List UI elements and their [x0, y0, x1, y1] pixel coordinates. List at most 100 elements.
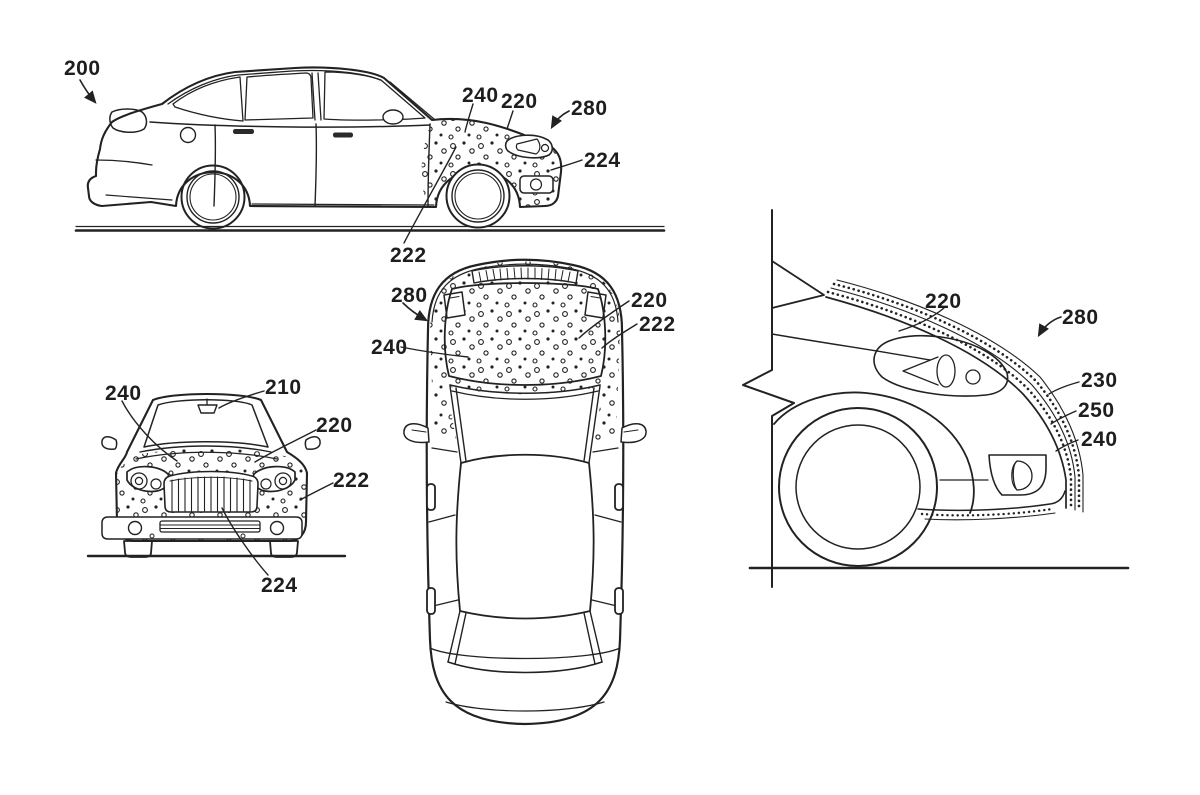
ref-label-detail-280: 280 [1062, 306, 1099, 329]
side-headlight-bulb [540, 143, 550, 153]
leader-arrow-200 [79, 79, 97, 104]
detail-rim [795, 424, 921, 550]
top-windshield-mask [446, 386, 604, 464]
front-cowl-arc [135, 451, 278, 460]
front-left-headlight-bulb-outer [130, 472, 148, 490]
front-hood-edge-arc [139, 445, 272, 453]
ref-label-side-200: 200 [64, 57, 101, 80]
ref-label-side-222: 222 [390, 244, 427, 267]
detail-hood-surface-line-220 [825, 296, 1067, 509]
detail-fog-light-lens [1012, 460, 1033, 491]
side-windshield-inner-line [389, 81, 435, 120]
top-grille-slats [478, 267, 571, 283]
front-right-fog-light [269, 520, 285, 536]
ref-label-side-220: 220 [501, 90, 538, 113]
top-left-mirror [403, 423, 430, 444]
top-roof-outline [455, 453, 595, 620]
side-rocker-crease [105, 194, 435, 206]
top-grille-band [471, 265, 579, 284]
leader-top-222 [601, 323, 638, 349]
detail-cowl-wedge [771, 260, 825, 309]
leader-arrow-detail-280 [1037, 316, 1062, 338]
top-windshield-base-arc2 [451, 390, 599, 400]
detail-fog-light-housing [988, 454, 1047, 496]
front-left-headlight-lamp2 [150, 478, 162, 490]
side-headlight-cone [515, 138, 541, 155]
ref-label-side-280: 280 [571, 97, 608, 120]
side-rear-door-window [244, 72, 314, 121]
side-fog-light [519, 175, 554, 194]
detail-bumper-bead-row [920, 507, 1054, 517]
front-lower-intake-lines [159, 524, 261, 529]
leader-side-224 [550, 159, 583, 171]
side-view-drawing [74, 66, 666, 244]
front-tow-hook-left [149, 533, 155, 539]
detail-bumper-outer-line [924, 512, 1056, 521]
top-headlight-inner-lines [449, 295, 601, 299]
front-lower-intake-bar [159, 520, 261, 533]
detail-tire [778, 407, 938, 567]
leader-front-220 [254, 429, 317, 463]
leader-detail-250 [1050, 410, 1077, 425]
leader-top-240 [400, 346, 469, 358]
top-front-bumper-seam [431, 263, 619, 323]
leader-top-220 [578, 300, 630, 339]
ref-label-side-224: 224 [584, 149, 621, 172]
top-door-handle-rr [614, 587, 624, 615]
leader-side-240 [464, 103, 474, 133]
front-left-tire [123, 540, 153, 558]
ref-label-front-224: 224 [261, 574, 298, 597]
side-beltline [149, 121, 431, 128]
front-right-headlight-bulb-outer [274, 472, 292, 490]
ref-label-front-210: 210 [265, 376, 302, 399]
detail-wheel-arch [773, 391, 975, 514]
side-rear-tire [180, 164, 246, 230]
front-rearview-mirror [197, 404, 218, 414]
ref-label-detail-250: 250 [1078, 399, 1115, 422]
top-hood-outline [443, 282, 607, 386]
side-front-tire [445, 163, 511, 229]
ref-label-front-220: 220 [316, 414, 353, 437]
leader-front-222 [299, 482, 334, 501]
leader-front-224 [221, 507, 269, 576]
detail-headlight-reflector [936, 354, 956, 388]
detail-coating-bead-row-230 [832, 282, 1081, 513]
front-right-mirror [304, 436, 321, 450]
top-door-handle-rl [426, 587, 436, 615]
side-fuel-door [179, 126, 197, 144]
top-a-pillars [449, 385, 601, 464]
side-rear-rim [186, 170, 240, 224]
top-c-pillars [447, 610, 603, 665]
detail-coating-bead-row-240 [826, 290, 1073, 511]
ref-label-top-220: 220 [631, 289, 668, 312]
side-door-handle-rear [233, 129, 254, 134]
detail-bumper-bottom-edge [917, 490, 1066, 512]
detail-coating-outer-line [836, 279, 1084, 513]
detail-break-line [742, 209, 795, 588]
front-windshield [143, 399, 269, 448]
side-rear-rim-inner [189, 173, 237, 221]
ref-label-top-240: 240 [371, 336, 408, 359]
top-right-mirror [620, 423, 647, 444]
leader-side-220 [506, 110, 514, 130]
ref-label-front-222: 222 [333, 469, 370, 492]
top-door-seams [428, 447, 622, 608]
detail-headlight-cone [902, 356, 939, 386]
leader-front-210 [218, 390, 265, 409]
front-view-drawing [86, 390, 347, 576]
detail-headlight-bulb [965, 369, 981, 385]
side-car-body-outline [86, 66, 563, 209]
side-tail-light [109, 108, 148, 133]
top-rear-bumper-seam [445, 701, 605, 712]
side-rear-quarter-window [172, 76, 244, 122]
top-mirror-inner-lines [411, 429, 639, 433]
front-left-fog-light [127, 520, 143, 536]
front-left-mirror [101, 436, 118, 450]
front-left-headlight-bulb-inner [134, 476, 144, 486]
side-front-rim-inner [454, 172, 502, 220]
ref-label-detail-240: 240 [1081, 428, 1118, 451]
top-door-handle-fl [426, 483, 436, 511]
ref-label-top-280: 280 [391, 284, 428, 307]
